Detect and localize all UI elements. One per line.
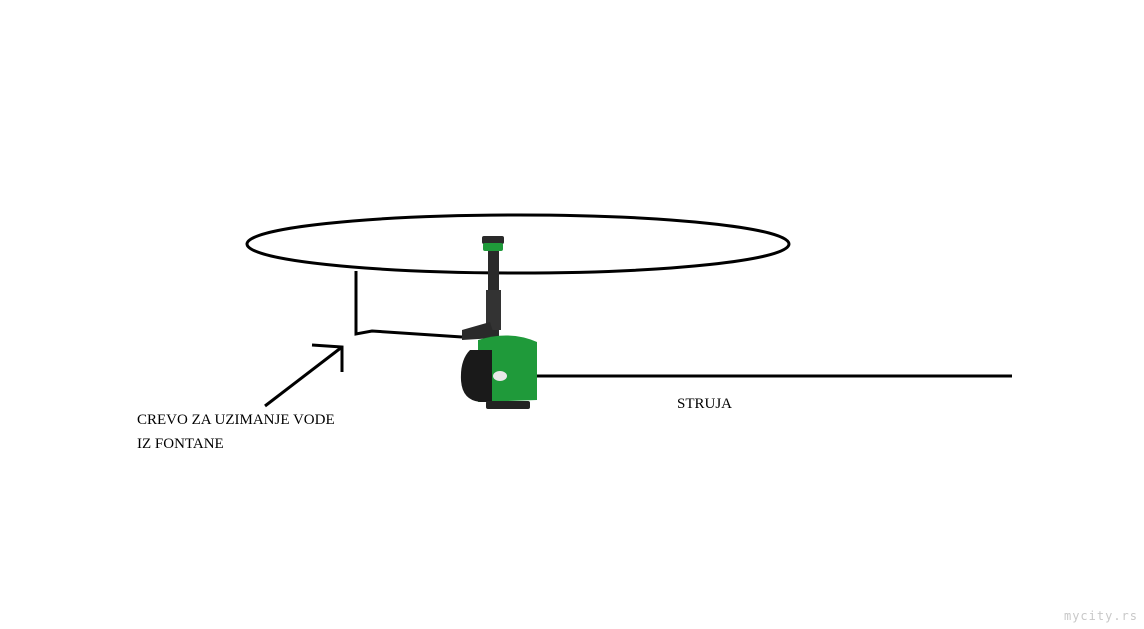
hose-label: CREVO ZA UZIMANJE VODE IZ FONTANE bbox=[137, 408, 335, 456]
fountain-basin-ellipse bbox=[245, 213, 791, 275]
arrow-icon bbox=[264, 343, 344, 408]
intake-hose-line bbox=[354, 271, 463, 339]
watermark: mycity.rs bbox=[1063, 609, 1138, 623]
power-label: STRUJA bbox=[677, 396, 733, 412]
hose-label-line2: IZ FONTANE bbox=[137, 436, 224, 452]
pump-icon bbox=[460, 236, 537, 409]
hose-label-line1: CREVO ZA UZIMANJE VODE bbox=[137, 412, 335, 428]
